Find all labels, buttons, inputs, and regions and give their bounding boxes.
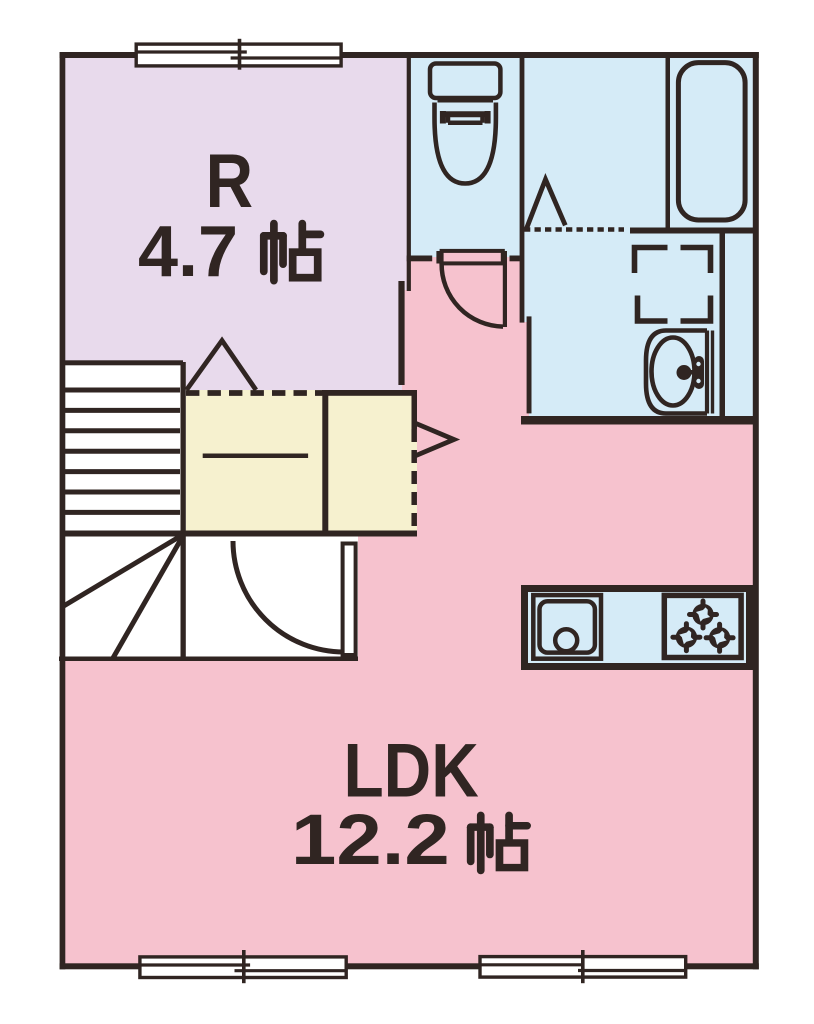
- svg-text:4.7: 4.7: [138, 212, 238, 292]
- svg-text:R: R: [206, 140, 253, 225]
- svg-text:LDK: LDK: [343, 729, 478, 813]
- svg-text:12.2: 12.2: [291, 801, 450, 880]
